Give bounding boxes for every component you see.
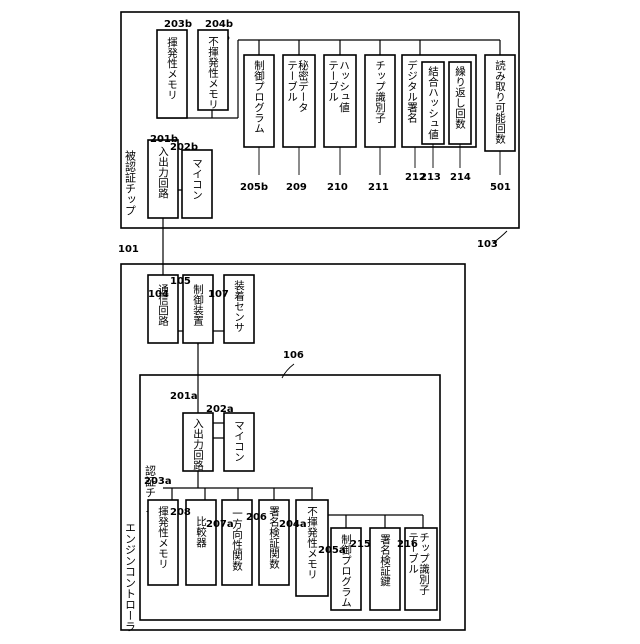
- svg-text:チップ識別子: チップ識別子: [374, 60, 386, 123]
- chip-103-leader: [493, 231, 507, 243]
- svg-text:テーブル: テーブル: [327, 60, 339, 102]
- controller-101-ref: 101: [118, 244, 139, 255]
- svg-text:結合ハッシュ値: 結合ハッシュ値: [427, 65, 439, 140]
- chip-106-leader: [282, 364, 294, 378]
- item-209-secret-data-table: 秘密データ テーブル: [283, 55, 315, 147]
- ref-205b: 205b: [240, 182, 268, 193]
- ref-210: 210: [327, 182, 348, 193]
- chip-103-ref: 103: [477, 239, 498, 250]
- svg-text:不揮発性メモリ: 不揮発性メモリ: [306, 506, 318, 580]
- ref-215: 215: [350, 539, 371, 550]
- ref-208: 208: [170, 507, 191, 518]
- item-205b-control-program: 制御プログラム: [244, 55, 274, 147]
- ref-201a: 201a: [170, 391, 198, 402]
- ref-107: 107: [208, 289, 229, 300]
- svg-text:揮発性メモリ: 揮発性メモリ: [157, 505, 169, 569]
- svg-text:制御プログラム: 制御プログラム: [253, 59, 265, 133]
- item-211-chip-identifier: チップ識別子: [365, 55, 395, 147]
- item-210-hash-table: ハッシュ値 テーブル: [324, 55, 356, 147]
- chip-103-microcontroller: マイコン: [182, 150, 212, 218]
- controller-101-title: エンジンコントローラ: [124, 522, 137, 632]
- svg-text:読み取り可能回数: 読み取り可能回数: [494, 59, 506, 145]
- ref-214: 214: [450, 172, 471, 183]
- ref-206: 206: [246, 512, 267, 523]
- ref-202a: 202a: [206, 404, 234, 415]
- ref-203b: 203b: [164, 19, 192, 30]
- controller-attach-sensor: 装着センサ: [224, 275, 254, 343]
- svg-text:デジタル署名: デジタル署名: [406, 59, 418, 124]
- ref-213: 213: [420, 172, 441, 183]
- svg-text:繰り返し回数: 繰り返し回数: [454, 65, 466, 130]
- ref-209: 209: [286, 182, 307, 193]
- ref-216: 216: [397, 539, 418, 550]
- chip-103-volatile-memory: 揮発性メモリ: [157, 30, 187, 118]
- svg-text:秘密データ: 秘密データ: [297, 59, 309, 112]
- svg-text:チップ識別子: チップ識別子: [418, 532, 430, 595]
- chip-106-ref: 106: [283, 350, 304, 361]
- svg-text:マイコン: マイコン: [191, 158, 203, 200]
- chip-103-nonvolatile-memory: 不揮発性メモリ: [198, 30, 228, 110]
- ref-204b: 204b: [205, 19, 233, 30]
- ref-204a: 204a: [279, 519, 307, 530]
- svg-text:入出力回路: 入出力回路: [157, 146, 169, 199]
- item-214-repeat-count: 繰り返し回数: [449, 62, 471, 144]
- chip-103-title: 被認証チップ: [124, 150, 137, 216]
- svg-text:揮発性メモリ: 揮発性メモリ: [166, 36, 178, 100]
- svg-text:一方向性関数: 一方向性関数: [231, 508, 243, 572]
- ref-207a: 207a: [206, 519, 234, 530]
- svg-text:入出力回路: 入出力回路: [192, 418, 204, 471]
- ref-501: 501: [490, 182, 511, 193]
- svg-text:テーブル: テーブル: [286, 60, 298, 102]
- ref-203a: 203a: [144, 476, 172, 487]
- chip-106-io-circuit: 入出力回路: [183, 413, 213, 471]
- svg-text:ハッシュ値: ハッシュ値: [338, 60, 350, 113]
- ref-105: 105: [170, 276, 191, 287]
- chip-106-item-signature-key: 署名検証鍵: [370, 528, 400, 610]
- svg-text:制御装置: 制御装置: [192, 283, 204, 326]
- ref-104: 104: [148, 289, 169, 300]
- item-501-readable-count: 読み取り可能回数: [485, 55, 515, 151]
- ref-211: 211: [368, 182, 389, 193]
- item-213-combined-hash: 結合ハッシュ値: [422, 62, 444, 144]
- svg-text:不揮発性メモリ: 不揮発性メモリ: [207, 36, 219, 110]
- chip-106-microcontroller: マイコン: [224, 413, 254, 471]
- svg-text:署名検証関数: 署名検証関数: [268, 506, 280, 570]
- svg-text:マイコン: マイコン: [233, 420, 245, 462]
- svg-text:装着センサ: 装着センサ: [233, 279, 245, 332]
- svg-text:署名検証鍵: 署名検証鍵: [379, 534, 391, 587]
- ref-202b: 202b: [170, 142, 198, 153]
- ref-205a: 205a: [318, 545, 346, 556]
